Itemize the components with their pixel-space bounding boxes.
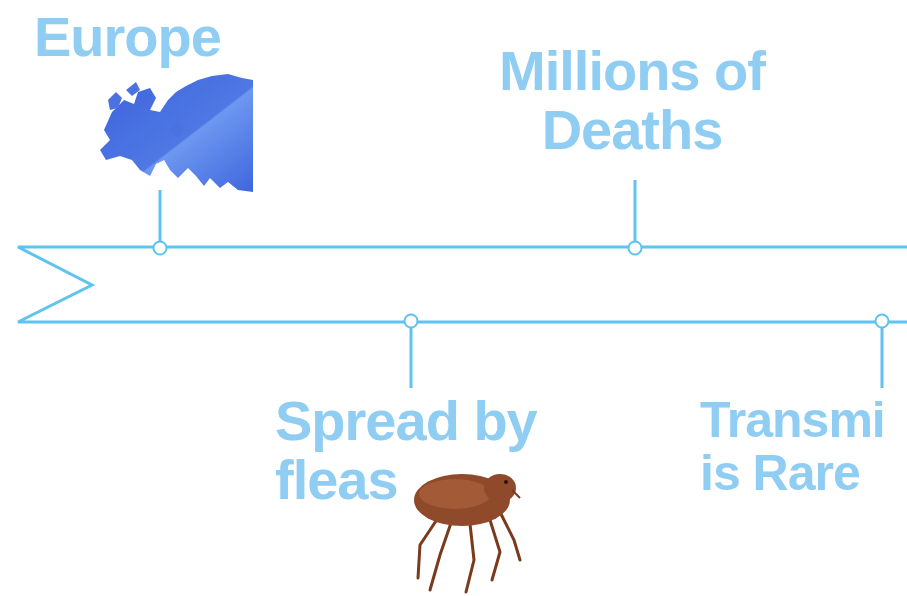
timeline-ribbon <box>18 247 907 322</box>
flea-illustration <box>414 474 520 592</box>
europe-map <box>100 74 253 192</box>
event-label: Europe <box>34 8 274 67</box>
event-label: Millions of Deaths <box>472 42 792 160</box>
leader-lines <box>160 180 882 388</box>
event-label: Transmi is Rare <box>700 394 900 499</box>
timeline-markers <box>154 242 889 328</box>
event-label: Spread by fleas <box>275 392 565 510</box>
